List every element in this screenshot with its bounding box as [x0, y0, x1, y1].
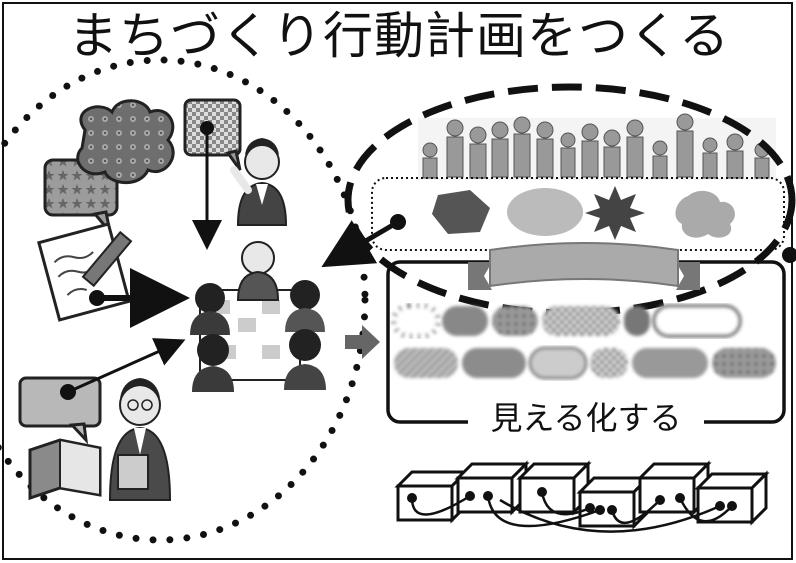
crowd-icon: [418, 113, 776, 180]
open-book-icon: [28, 438, 102, 501]
shapes-dotted-box: [371, 177, 785, 251]
arrow-start-dot: [200, 121, 214, 135]
box-chain-links: [410, 491, 733, 533]
box-chain-dots: [407, 487, 737, 515]
shape-icon: [432, 190, 490, 234]
speech-bubble-icon: [18, 376, 102, 445]
arrow-start-dot: [390, 214, 406, 230]
pill-bars-row-1: [391, 303, 742, 339]
arrow-start-dot: [89, 290, 105, 306]
shape-icon: [585, 186, 645, 240]
shape-icon: [675, 190, 735, 238]
arrow: [67, 338, 186, 394]
dotted-ellipse: [0, 56, 369, 544]
shape-icon: [507, 188, 583, 236]
page-title: まちづくり行動計画をつくる: [68, 7, 730, 65]
speech-bubble-icon: [76, 99, 175, 185]
arrow-start-dot: [60, 384, 76, 400]
flow-arrow-icon: [345, 325, 380, 359]
pill-bars-row-2: [394, 346, 776, 380]
person-icon: [108, 378, 172, 501]
visualize-caption: 見える化する: [468, 396, 704, 440]
meeting-table-icon: [190, 241, 326, 392]
ribbon-banner-icon: [468, 242, 700, 290]
ellipse-end-dot: [782, 247, 796, 263]
person-icon: [230, 138, 288, 226]
